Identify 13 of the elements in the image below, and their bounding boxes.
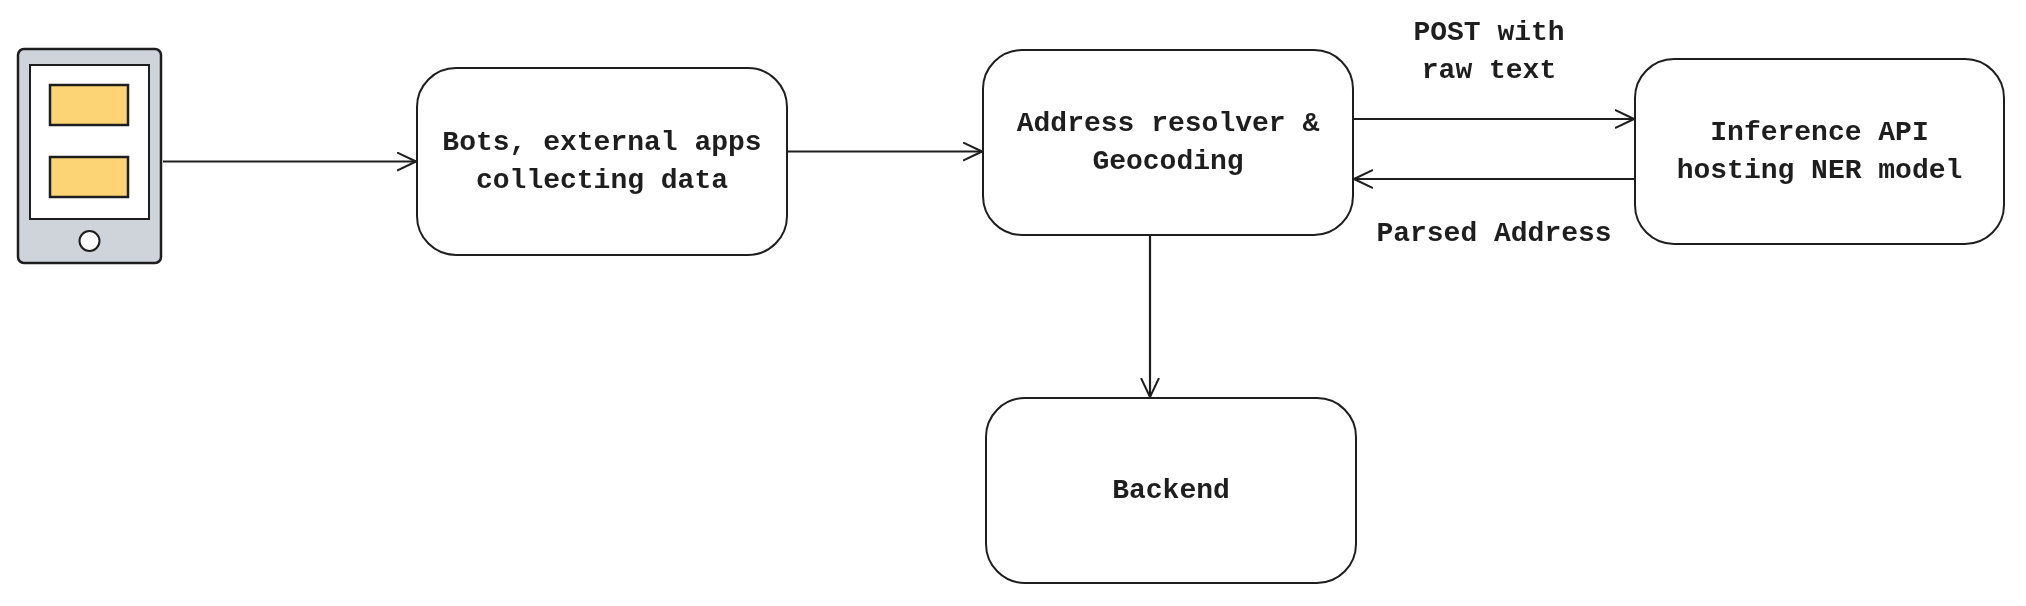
box-label: Address resolver & Geocoding [1015,106,1321,179]
box-label: Bots, external apps collecting data [441,125,763,198]
arrow [1354,109,1635,129]
process-box [982,49,1354,236]
box-label: Inference API hosting NER model [1675,115,1964,188]
arrow [1353,169,1634,189]
arrow [163,151,417,172]
process-box [985,397,1357,584]
arrow [1140,236,1160,398]
process-box [416,67,788,256]
box-label: Backend [1112,473,1230,508]
arrow [788,141,983,162]
process-box [1634,58,2005,245]
